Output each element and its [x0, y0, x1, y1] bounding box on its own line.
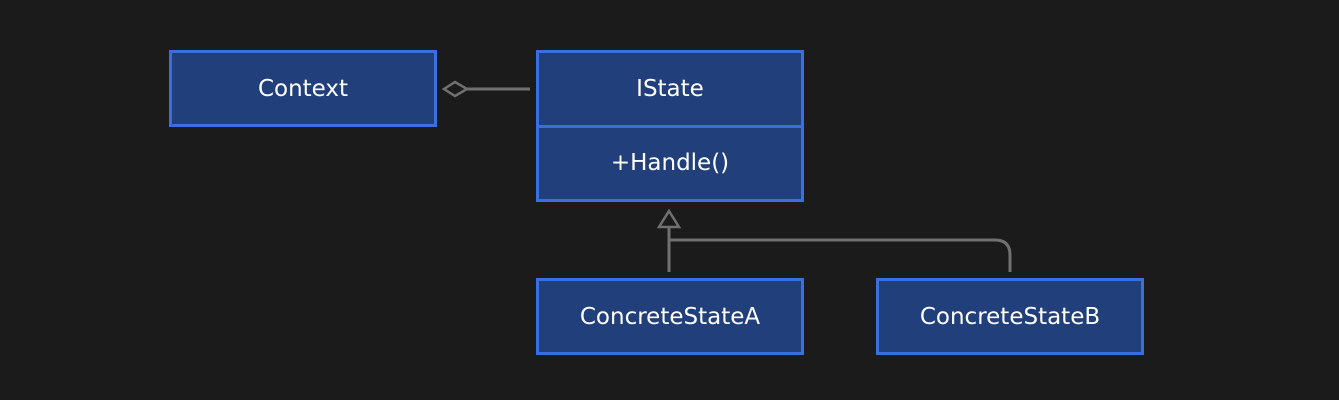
concrete-state-a-class: ConcreteStateA	[536, 278, 804, 355]
concrete-state-b-label: ConcreteStateB	[919, 303, 1101, 330]
context-class-label: Context	[257, 75, 349, 102]
inheritance-triangle-icon	[656, 208, 682, 229]
concrete-state-a-label: ConcreteStateA	[579, 303, 761, 330]
istate-methods-section: +Handle()	[539, 128, 801, 200]
istate-divider	[539, 124, 801, 128]
istate-interface: IState +Handle()	[536, 50, 804, 202]
istate-method: +Handle()	[610, 150, 730, 177]
istate-name: IState	[636, 75, 704, 102]
context-class: Context	[169, 50, 437, 127]
istate-name-section: IState	[539, 53, 801, 125]
concrete-state-b-class: ConcreteStateB	[876, 278, 1144, 355]
inheritance-line-b	[669, 238, 1012, 272]
aggregation-diamond-icon	[441, 80, 470, 98]
